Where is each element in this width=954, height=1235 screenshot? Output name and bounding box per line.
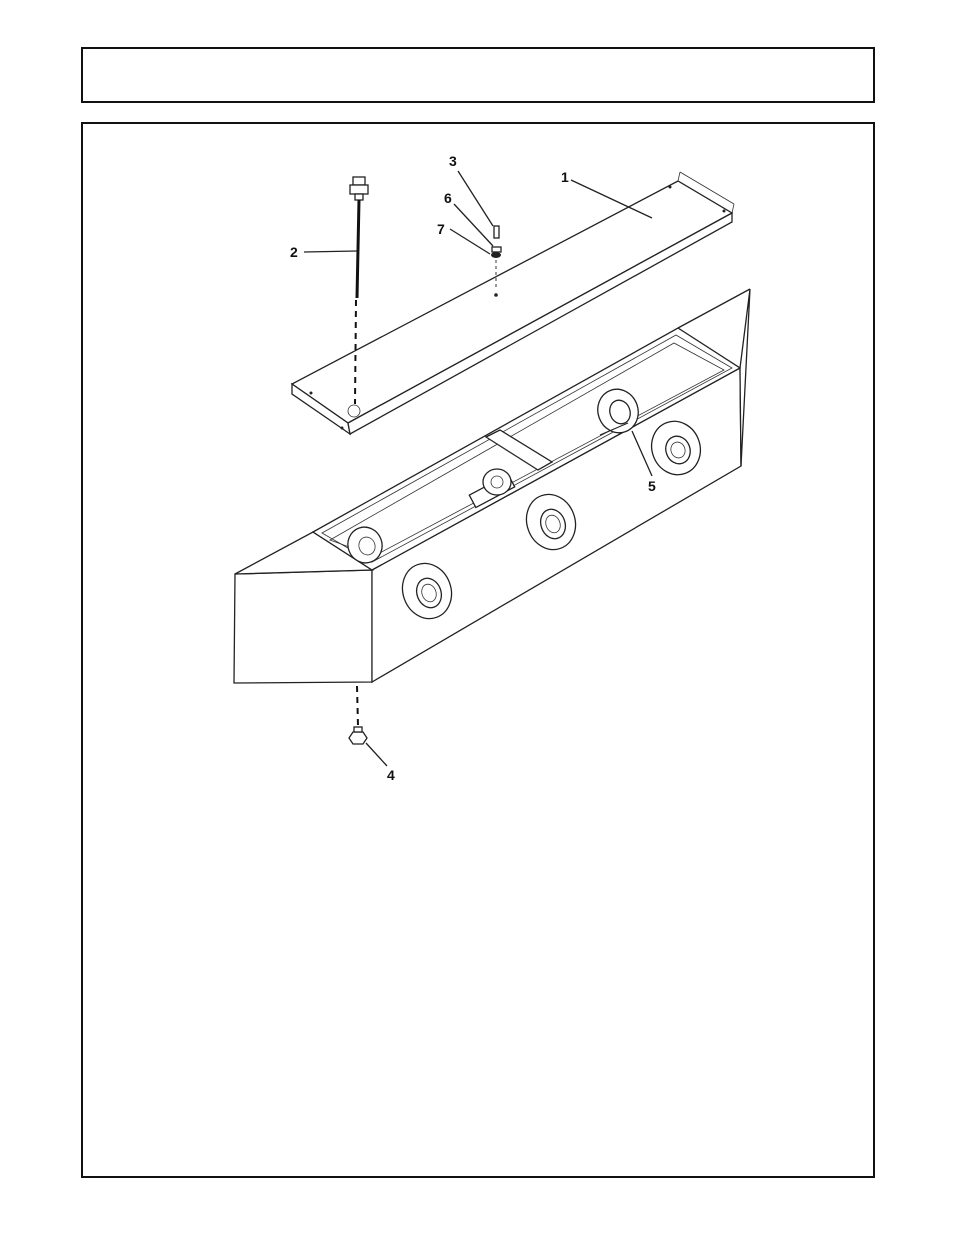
callout-6: 6 — [444, 190, 452, 206]
callout-5: 5 — [648, 478, 656, 494]
callout-1: 1 — [561, 169, 569, 185]
callout-4: 4 — [387, 767, 395, 783]
callout-7: 7 — [437, 221, 445, 237]
callout-2: 2 — [290, 244, 298, 260]
callout-3: 3 — [449, 153, 457, 169]
drain-plug — [349, 686, 367, 744]
